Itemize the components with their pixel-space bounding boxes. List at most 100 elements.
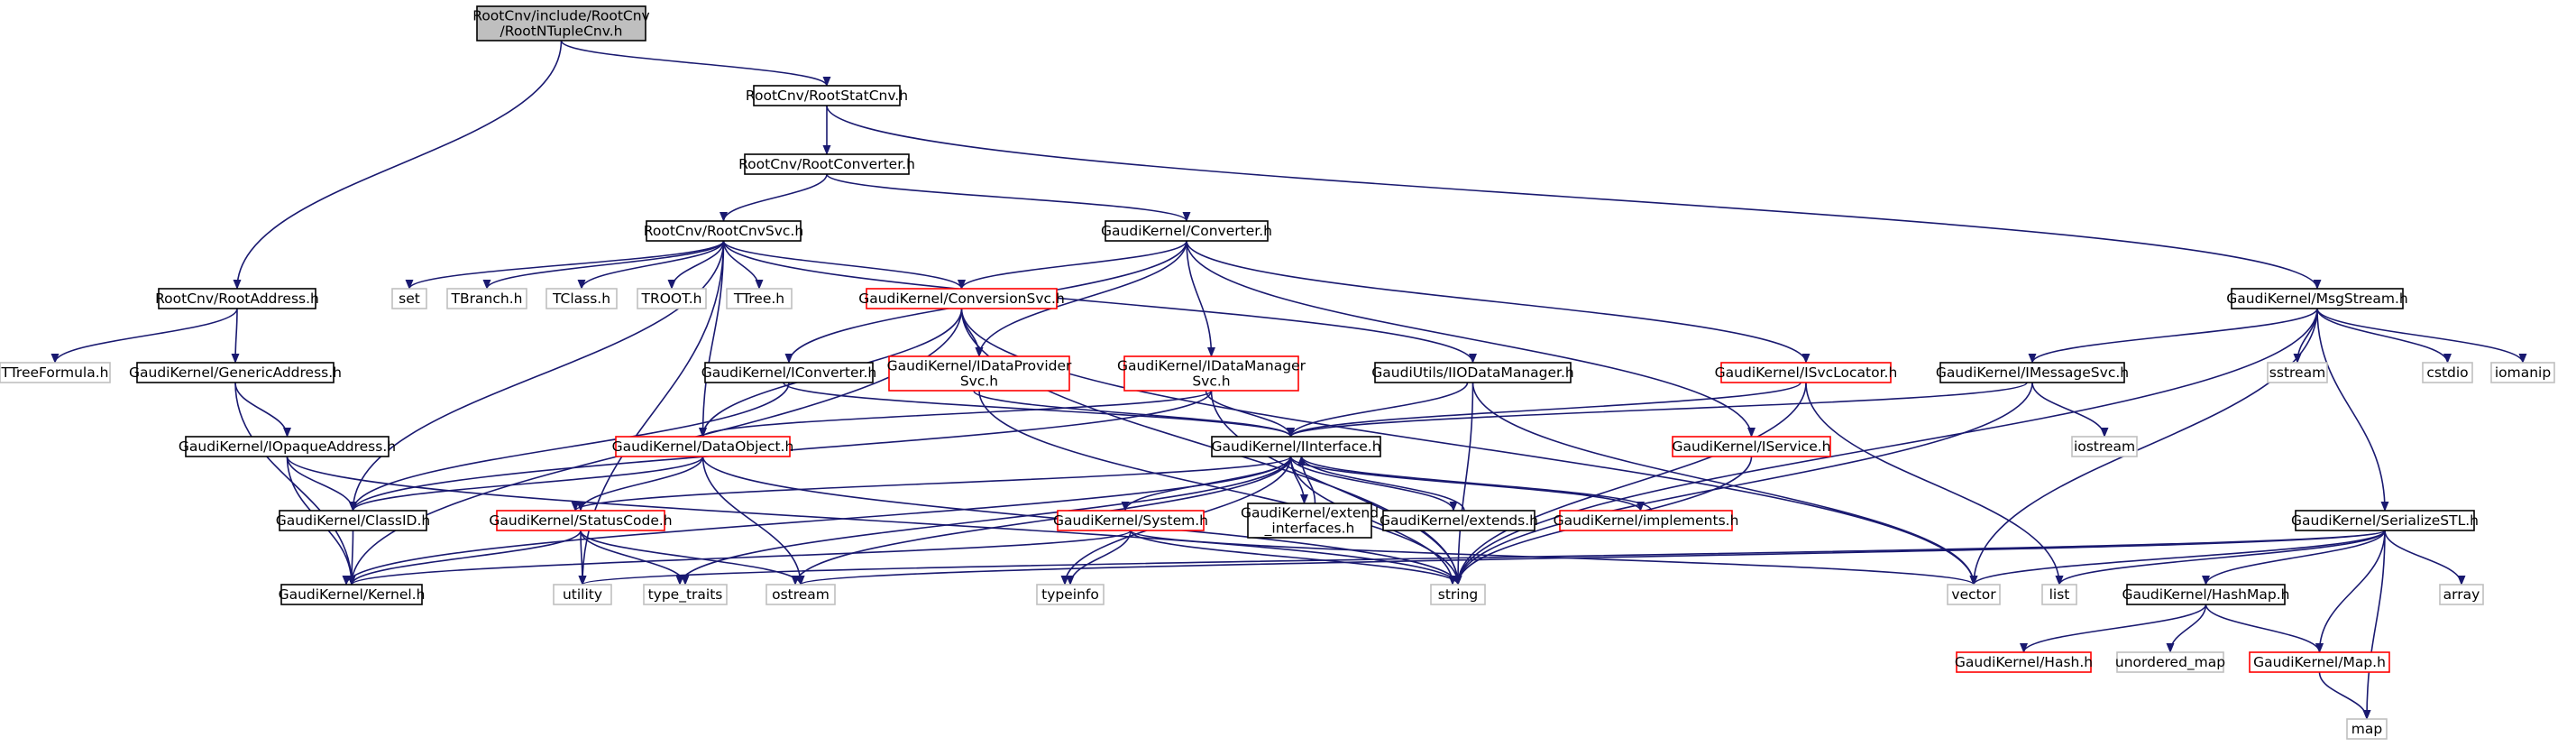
node-conversionsvc[interactable]: GaudiKernel/ConversionSvc.h xyxy=(858,288,1065,309)
node-label: iostream xyxy=(2074,438,2135,455)
node-box xyxy=(866,288,1058,309)
node-box xyxy=(0,362,111,383)
node-label: _interfaces.h xyxy=(1264,521,1355,538)
node-rootcnvsvc[interactable]: RootCnv/RootCnvSvc.h xyxy=(644,220,803,242)
edge-serializestl-to-ostream xyxy=(797,530,2386,586)
node-genericaddress[interactable]: GaudiKernel/GenericAddress.h xyxy=(129,362,342,383)
node-box xyxy=(185,436,390,457)
node-label: type_traits xyxy=(648,586,723,604)
node-msgstream[interactable]: GaudiKernel/MsgStream.h xyxy=(2226,288,2408,309)
node-box xyxy=(1123,355,1299,392)
node-box xyxy=(2422,362,2473,383)
node-converter[interactable]: GaudiKernel/Converter.h xyxy=(1101,220,1272,242)
node-box xyxy=(2490,362,2555,383)
node-sstream: sstream xyxy=(2267,362,2328,383)
node-map-h[interactable]: GaudiKernel/Map.h xyxy=(2249,651,2390,673)
node-rootstatcnv[interactable]: RootCnv/RootStatCnv.h xyxy=(746,85,908,106)
node-list: list xyxy=(2041,584,2077,605)
edge-msgstream-to-serializestl xyxy=(2316,308,2389,512)
edge-idatamanagersvc-to-string xyxy=(1210,390,1462,586)
node-label: map xyxy=(2351,721,2382,737)
node-box xyxy=(753,85,901,106)
node-dataobject[interactable]: GaudiKernel/DataObject.h xyxy=(612,436,794,457)
node-root[interactable]: RootCnv/include/RootCnv/RootNTupleCnv.h xyxy=(472,5,650,42)
node-label: GaudiKernel/GenericAddress.h xyxy=(129,364,342,381)
node-box xyxy=(1247,503,1372,539)
node-label: GaudiKernel/IConverter.h xyxy=(701,364,877,381)
node-system[interactable]: GaudiKernel/System.h xyxy=(1053,510,1208,531)
node-iiodatamanager[interactable]: GaudiUtils/IIODataManager.h xyxy=(1371,362,1574,383)
node-box xyxy=(1559,510,1733,531)
node-label: GaudiKernel/IService.h xyxy=(1672,438,1830,455)
node-iopaqueaddress[interactable]: GaudiKernel/IOpaqueAddress.h xyxy=(179,436,396,457)
node-label: TTreeFormula.h xyxy=(1,364,109,381)
node-iservice[interactable]: GaudiKernel/IService.h xyxy=(1672,436,1831,457)
node-iinterface[interactable]: GaudiKernel/IInterface.h xyxy=(1211,436,1381,457)
node-label: string xyxy=(1438,586,1479,603)
node-label: GaudiKernel/implements.h xyxy=(1554,512,1739,529)
node-label: TClass.h xyxy=(552,290,610,307)
edge-rootcnvsvc-to-troot xyxy=(667,240,725,290)
edge-hashmap-to-map_h xyxy=(2205,604,2324,653)
node-box xyxy=(615,436,791,457)
node-set: set xyxy=(391,288,427,309)
node-box xyxy=(1947,584,2001,605)
node-label: GaudiKernel/HashMap.h xyxy=(2122,586,2290,603)
node-label: GaudiKernel/Hash.h xyxy=(1955,654,2093,670)
edge-msgstream-to-vector xyxy=(1969,308,2318,586)
node-hash[interactable]: GaudiKernel/Hash.h xyxy=(1955,651,2093,673)
node-classid[interactable]: GaudiKernel/ClassID.h xyxy=(276,510,430,531)
node-label: GaudiKernel/extend xyxy=(1241,505,1379,521)
node-label: GaudiKernel/IInterface.h xyxy=(1211,438,1380,455)
node-label: GaudiKernel/IDataManager xyxy=(1117,358,1306,374)
node-box xyxy=(158,288,316,309)
node-label: RootCnv/RootCnvSvc.h xyxy=(644,223,803,239)
node-hashmap[interactable]: GaudiKernel/HashMap.h xyxy=(2122,584,2290,605)
edge-isvclocator-to-iinterface xyxy=(1287,382,1801,438)
node-box xyxy=(2295,510,2475,531)
node-label: RootCnv/RootConverter.h xyxy=(738,156,915,172)
node-map: map xyxy=(2346,718,2388,740)
node-iconverter[interactable]: GaudiKernel/IConverter.h xyxy=(701,362,877,383)
node-label: iomanip xyxy=(2495,364,2551,381)
node-kernel[interactable]: GaudiKernel/Kernel.h xyxy=(279,584,426,605)
edge-iiodatamanager-to-iinterface xyxy=(1287,382,1469,438)
node-box xyxy=(1057,510,1205,531)
node-iomanip: iomanip xyxy=(2490,362,2555,383)
node-cstdio: cstdio xyxy=(2422,362,2473,383)
node-extends[interactable]: GaudiKernel/extends.h xyxy=(1380,510,1538,531)
node-typeinfo: typeinfo xyxy=(1036,584,1105,605)
node-label: Svc.h xyxy=(960,374,998,390)
node-box xyxy=(280,584,423,605)
node-box xyxy=(2071,436,2138,457)
node-extend-interfaces[interactable]: GaudiKernel/extend_interfaces.h xyxy=(1241,503,1379,539)
node-label: GaudiKernel/extends.h xyxy=(1380,512,1538,529)
node-rootaddress[interactable]: RootCnv/RootAddress.h xyxy=(155,288,319,309)
node-serializestl[interactable]: GaudiKernel/SerializeSTL.h xyxy=(2291,510,2479,531)
node-tclass: TClass.h xyxy=(545,288,618,309)
node-label: ostream xyxy=(772,586,830,603)
node-box xyxy=(646,220,802,242)
edge-imessagesvc-to-iostream xyxy=(2031,382,2109,438)
node-rootconverter[interactable]: RootCnv/RootConverter.h xyxy=(738,153,915,175)
edge-rootcnvsvc-to-iiodatamanager xyxy=(722,240,1477,364)
edge-isvclocator-to-list xyxy=(1805,382,2064,586)
node-imessagesvc[interactable]: GaudiKernel/IMessageSvc.h xyxy=(1936,362,2129,383)
node-isvclocator[interactable]: GaudiKernel/ISvcLocator.h xyxy=(1715,362,1898,383)
node-array: array xyxy=(2439,584,2484,605)
node-label: GaudiKernel/Converter.h xyxy=(1101,223,1272,239)
edge-system-to-typeinfo xyxy=(1066,530,1132,586)
edge-implements-to-iinterface xyxy=(1297,456,1653,512)
node-label: array xyxy=(2443,586,2480,603)
node-box xyxy=(446,288,527,309)
node-implements[interactable]: GaudiKernel/implements.h xyxy=(1554,510,1739,531)
edge-system-to-string xyxy=(1130,530,1462,586)
edge-rootstatcnv-to-msgstream xyxy=(826,105,2322,290)
edge-serializestl-to-utility xyxy=(579,530,2386,586)
node-label: Svc.h xyxy=(1192,374,1230,390)
node-statuscode[interactable]: GaudiKernel/StatusCode.h xyxy=(489,510,673,531)
edge-extends-to-iinterface xyxy=(1297,456,1465,512)
